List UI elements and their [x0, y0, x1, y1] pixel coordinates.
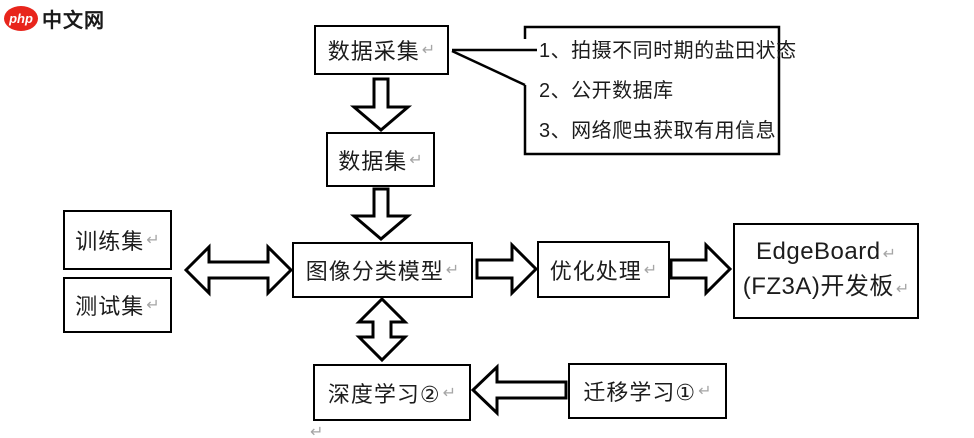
callout-item-3: 3、网络爬虫获取有用信息 — [539, 120, 777, 142]
node-label: 数据集 — [338, 148, 408, 174]
node-label: 优化处理 — [549, 258, 642, 284]
node-label: 深度学习② — [327, 381, 441, 407]
node-test-set: 测试集↵ — [63, 277, 172, 333]
arrow-dataset-to-model — [349, 187, 413, 241]
arrow-transfer-to-deep — [470, 363, 568, 417]
callout-item-2: 2、公开数据库 — [539, 80, 674, 102]
edgeboard-line2: (FZ3A)开发板↵ — [742, 273, 910, 300]
callout-item-1: 1、拍摄不同时期的盐田状态 — [539, 40, 797, 62]
return-mark: ↵ — [146, 232, 160, 249]
return-mark: ↵ — [442, 384, 457, 402]
node-edgeboard: EdgeBoard↵ (FZ3A)开发板↵ — [733, 223, 919, 319]
return-mark: ↵ — [895, 281, 910, 298]
node-training-set: 训练集↵ — [63, 210, 172, 270]
node-image-classification-model: 图像分类模型↵ — [292, 242, 473, 298]
site-logo[interactable]: php 中文网 — [4, 4, 105, 33]
return-mark: ↵ — [146, 297, 160, 314]
return-mark: ↵ — [409, 151, 423, 169]
edgeboard-line1: EdgeBoard↵ — [755, 238, 896, 265]
callout-box-border — [523, 25, 781, 156]
arrow-model-to-optimize — [475, 241, 539, 297]
return-mark: ↵ — [882, 246, 896, 263]
arrow-collect-to-dataset — [349, 77, 413, 132]
node-dataset: 数据集↵ — [326, 132, 435, 187]
node-transfer-learning: 迁移学习①↵ — [568, 363, 727, 419]
callout-wedge-line-bottom — [451, 49, 526, 87]
stray-return-mark: ↵ — [310, 424, 324, 438]
arrow-optimize-to-edgeboard — [669, 241, 733, 297]
return-mark: ↵ — [445, 262, 460, 279]
node-label: 迁移学习① — [583, 380, 697, 405]
node-label: 图像分类模型 — [305, 259, 444, 284]
php-logo-badge: php — [4, 6, 38, 31]
arrow-sets-model-bidirectional — [183, 243, 294, 297]
site-logo-text: 中文网 — [42, 10, 105, 32]
node-label: 训练集 — [75, 229, 145, 254]
arrow-model-deep-bidirectional — [355, 296, 409, 363]
return-mark: ↵ — [643, 261, 658, 279]
return-mark: ↵ — [421, 42, 436, 59]
node-optimization: 优化处理↵ — [537, 241, 670, 298]
node-label: 数据采集 — [327, 39, 420, 64]
node-label: 测试集 — [75, 294, 145, 319]
node-data-collection: 数据采集↵ — [314, 25, 449, 75]
return-mark: ↵ — [698, 383, 712, 400]
callout-source-list: 1、拍摄不同时期的盐田状态 2、公开数据库 3、网络爬虫获取有用信息 — [539, 31, 797, 151]
node-deep-learning: 深度学习②↵ — [313, 364, 471, 421]
